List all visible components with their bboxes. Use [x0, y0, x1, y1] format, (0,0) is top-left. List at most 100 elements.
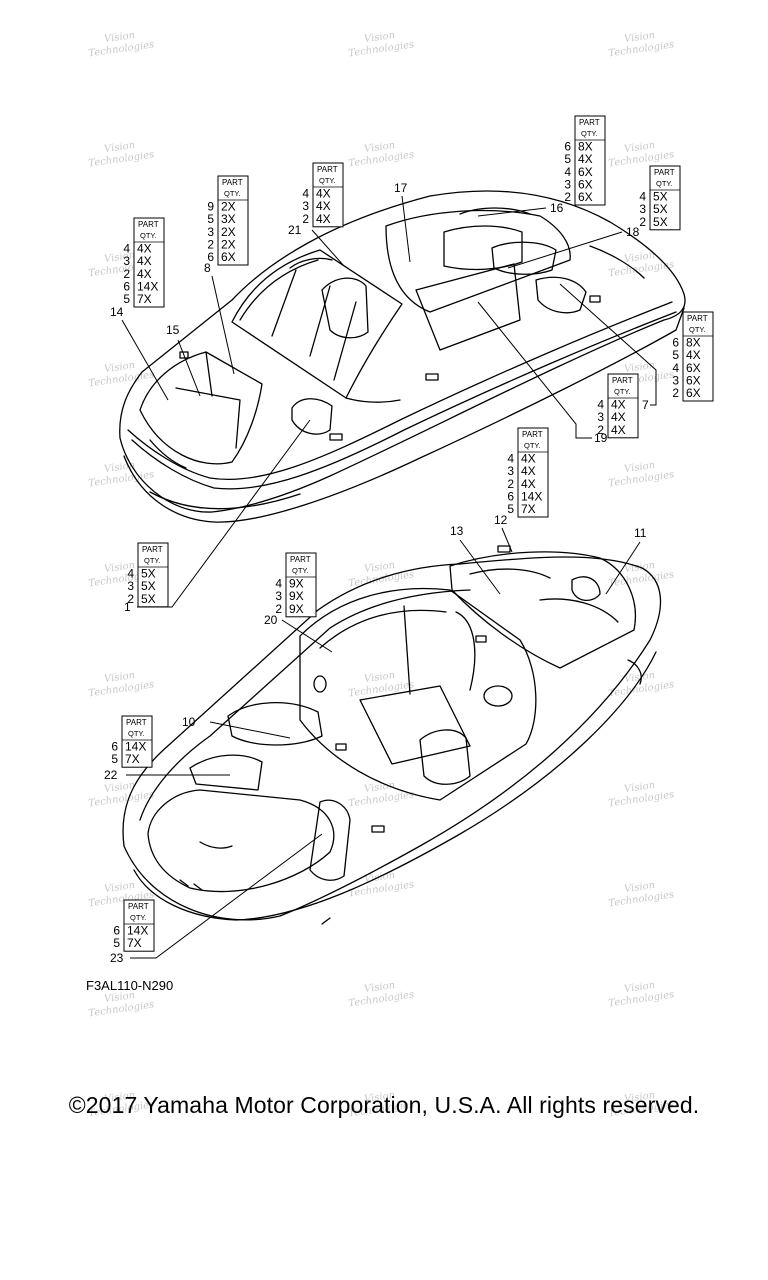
qty-header: QTY.	[130, 913, 147, 922]
qty-value: 2X	[221, 225, 236, 239]
qty-value: 9X	[289, 602, 304, 616]
leader-17	[401, 195, 411, 263]
qty-value: 4X	[316, 199, 331, 213]
qty-value: 14X	[125, 740, 146, 754]
leader-15	[177, 339, 201, 397]
qty-value: 4X	[611, 410, 626, 424]
callout-19: 19	[594, 431, 608, 445]
callout-22: 22	[104, 768, 118, 782]
qty-table-frame	[574, 115, 606, 206]
qty-part-number: 3	[302, 199, 309, 213]
qty-value: 6X	[578, 177, 593, 191]
watermark-text: Vision	[624, 360, 656, 375]
qty-header: PART	[290, 555, 311, 564]
leader-8	[211, 275, 235, 375]
qty-value: 8X	[578, 140, 593, 154]
callout-16: 16	[550, 201, 564, 215]
qty-part-number: 2	[127, 592, 134, 606]
qty-header: PART	[522, 430, 543, 439]
qty-part-number: 4	[275, 577, 282, 591]
qty-value: 3X	[221, 212, 236, 226]
qty-part-number: 3	[564, 177, 571, 191]
watermark-layer: VisionTechnologiesVisionTechnologiesVisi…	[88, 30, 675, 1120]
qty-part-number: 2	[302, 212, 309, 226]
watermark-text: Vision	[624, 670, 656, 685]
watermark-text: Vision	[364, 140, 396, 155]
qty-part-number: 3	[507, 464, 514, 478]
qty-value: 4X	[686, 348, 701, 362]
copyright-notice: ©2017 Yamaha Motor Corporation, U.S.A. A…	[68, 1092, 700, 1118]
qty-part-number: 3	[275, 589, 282, 603]
qty-part-number: 4	[672, 361, 679, 375]
qty-part-number: 5	[123, 292, 130, 306]
qty-header: QTY.	[614, 387, 631, 396]
qty-header: PART	[128, 902, 149, 911]
qty-part-number: 5	[113, 936, 120, 950]
qty-table-frame	[285, 552, 317, 618]
qty-value: 5X	[141, 592, 156, 606]
qty-part-number: 9	[207, 200, 214, 214]
watermark-text: Vision	[104, 880, 136, 895]
watermark-text: Vision	[104, 250, 136, 265]
leader-19	[477, 301, 592, 439]
qty-value: 14X	[127, 924, 148, 938]
callout-13: 13	[450, 524, 464, 538]
qty-part-number: 5	[672, 348, 679, 362]
qty-part-number: 2	[597, 423, 604, 437]
qty-part-number: 2	[207, 237, 214, 251]
qty-value: 4X	[137, 254, 152, 268]
watermark-text: Vision	[624, 1090, 656, 1105]
qty-value: 7X	[521, 502, 536, 516]
qty-part-number: 2	[123, 267, 130, 281]
qty-header: PART	[222, 178, 243, 187]
leader-23	[130, 833, 323, 959]
qty-table-frame	[121, 715, 153, 768]
qty-part-number: 6	[113, 924, 120, 938]
callout-23: 23	[110, 951, 124, 965]
qty-part-number: 4	[597, 398, 604, 412]
leader-13	[459, 539, 501, 595]
qty-value: 6X	[686, 361, 701, 375]
qty-part-number: 2	[275, 602, 282, 616]
qty-part-number: 3	[597, 410, 604, 424]
qty-value: 9X	[289, 589, 304, 603]
qty-header: QTY.	[144, 556, 161, 565]
qty-value: 4X	[316, 212, 331, 226]
qty-value: 8X	[686, 336, 701, 350]
callout-11: 11	[634, 526, 647, 540]
qty-value: 6X	[686, 373, 701, 387]
qty-part-number: 5	[207, 212, 214, 226]
qty-header: QTY.	[224, 189, 241, 198]
qty-value: 5X	[653, 215, 668, 229]
qty-value: 5X	[141, 579, 156, 593]
callout-15: 15	[166, 323, 180, 337]
leader-21	[311, 229, 345, 267]
qty-header: QTY.	[581, 129, 598, 138]
qty-value: 6X	[578, 165, 593, 179]
qty-table-frame	[517, 427, 549, 518]
watermark-text: Vision	[364, 1090, 396, 1105]
leader-7	[559, 283, 657, 406]
qty-part-number: 4	[639, 190, 646, 204]
qty-value: 4X	[137, 267, 152, 281]
qty-header: PART	[317, 165, 338, 174]
qty-value: 7X	[137, 292, 152, 306]
qty-table-frame	[217, 175, 249, 266]
leader-12	[501, 527, 513, 553]
qty-table-frame	[312, 162, 344, 228]
qty-part-number: 3	[123, 254, 130, 268]
watermark-text: Vision	[104, 360, 136, 375]
qty-value: 4X	[137, 242, 152, 256]
watermark-text: Vision	[104, 990, 136, 1005]
leader-11	[605, 541, 641, 595]
